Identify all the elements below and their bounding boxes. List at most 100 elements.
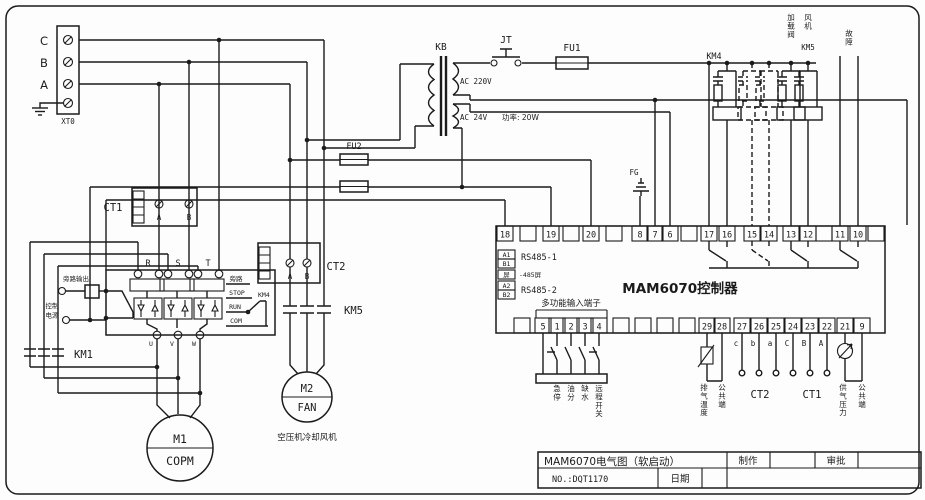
starter-t: T: [205, 259, 210, 269]
ac24-label: AC 24V: [460, 113, 488, 122]
ct2-c: c: [734, 339, 739, 348]
jt-label: JT: [500, 35, 512, 46]
ct-plug-terminal: [738, 369, 746, 377]
drawing-no: NO.:DQT1170: [552, 475, 608, 485]
ct2-b: b: [751, 339, 756, 348]
terminal-number: 12: [803, 231, 813, 241]
rs485-cell: [497, 258, 516, 269]
starter-s: S: [175, 259, 180, 269]
km5-output-label: KM5: [801, 43, 815, 52]
terminal-number: 21: [840, 323, 850, 333]
ct2-label: CT2: [327, 261, 346, 273]
phase-b-label: B: [40, 56, 48, 70]
multi-input-label: 多功能输入端子: [541, 298, 601, 309]
terminal-cell: [582, 225, 600, 242]
terminal-number: 1: [554, 323, 559, 333]
relay-coil-branch: [712, 63, 742, 226]
terminal-number: 7: [652, 231, 657, 241]
ct2-b: B: [305, 272, 310, 281]
terminal-number: 26: [754, 323, 764, 333]
input-switch: [578, 333, 586, 374]
controller-name: MAM6070控制器: [622, 280, 738, 297]
fan-label: 风机: [804, 13, 812, 30]
common-a-label: 公共端: [718, 383, 726, 409]
terminal-number: 8: [637, 231, 642, 241]
terminal-number: 10: [853, 231, 863, 241]
fu1-fuse: FU1: [555, 43, 589, 70]
ct1-a: A: [157, 213, 162, 222]
multi-function-inputs: 急停 油分 缺水 远程开关: [535, 333, 608, 418]
m2-sub-label: FAN: [298, 402, 317, 414]
bypass-out-label: 旁路输出: [63, 274, 89, 283]
terminal-cell: [656, 317, 674, 334]
ct1-label: CT1: [104, 202, 123, 214]
phase-c-label: C: [40, 34, 48, 48]
approver-label: 审批: [826, 455, 846, 467]
terminal-number: 29: [702, 323, 712, 333]
scr-modules: [133, 297, 223, 320]
terminal-cell: [867, 225, 885, 242]
starter-stop-label: STOP: [229, 289, 245, 297]
relay-coil-branch: [737, 63, 767, 226]
relay-coil-branch: [754, 63, 784, 226]
terminal-cell: [605, 225, 623, 242]
rs485-cell: [497, 269, 516, 280]
terminal-cell: [612, 317, 630, 334]
jt-button: JT: [490, 35, 522, 67]
rs485-cell-label: B1: [503, 260, 511, 268]
input-switch: [592, 333, 600, 374]
relay-coil-branches: [712, 63, 823, 226]
fu2-label: FU2: [346, 142, 361, 152]
rs485-cell-label: A1: [503, 251, 511, 259]
starter-run-label: RUN: [229, 303, 241, 311]
terminal-number: 16: [722, 231, 732, 241]
ct-plug-terminal: [789, 369, 797, 377]
starter-r: R: [145, 259, 151, 269]
rs485-1-label: RS485-1: [521, 253, 557, 263]
date-label: 日期: [670, 474, 689, 485]
motor-m2: M2 FAN 空压机冷却风机: [277, 371, 337, 443]
starter-bypass-label: 旁路: [230, 274, 244, 283]
ct1-plug-label: CT1: [803, 389, 822, 401]
terminal-cell: [631, 225, 649, 242]
fg-ground-icon: FG: [629, 168, 649, 196]
ac220-label: AC 220V: [460, 77, 492, 86]
fan-caption: 空压机冷却风机: [277, 432, 337, 443]
kb-label: KB: [435, 42, 447, 53]
junction-dots: [87, 37, 811, 396]
km4-aux-label: KM4: [258, 291, 270, 299]
terminal-number: 25: [771, 323, 781, 333]
terminal-cell: [634, 317, 652, 334]
drawing-title: MAM6070电气图（软启动）: [544, 455, 680, 468]
rs485-shield-label: -485屏: [519, 271, 542, 279]
terminal-number: 3: [582, 323, 587, 333]
rs485-cell-label: A2: [503, 282, 511, 290]
rs485-2-label: RS485-2: [521, 286, 557, 296]
input-estop-label: 急停: [553, 383, 561, 401]
pressure-label: 供气压力: [839, 382, 847, 417]
terminal-number: 20: [586, 231, 596, 241]
rs485-cell-label: B2: [503, 291, 511, 299]
terminal-number: 4: [596, 323, 601, 333]
terminal-number: 15: [747, 231, 757, 241]
terminal-number: 5: [540, 323, 545, 333]
relay-coil-branch: [776, 63, 806, 226]
input-oil-label: 油分: [567, 383, 575, 401]
ct2-a: a: [768, 339, 773, 348]
terminal-cell: [678, 317, 696, 334]
ct-plug-terminal: [755, 369, 763, 377]
terminal-number: 18: [500, 231, 510, 241]
m1-sub-label: COPM: [166, 454, 194, 468]
drawing-border: [5, 5, 920, 495]
terminal-cell: [646, 225, 664, 242]
relay-coil-branch: [793, 63, 823, 226]
title-block: MAM6070电气图（软启动） 制作 审批 NO.:DQT1170 日期: [537, 451, 922, 489]
terminal-number: 2: [568, 323, 573, 333]
relay-contact: [790, 241, 809, 268]
ctrl-power-label-1: 控制: [46, 301, 60, 310]
terminal-number: 17: [704, 231, 714, 241]
